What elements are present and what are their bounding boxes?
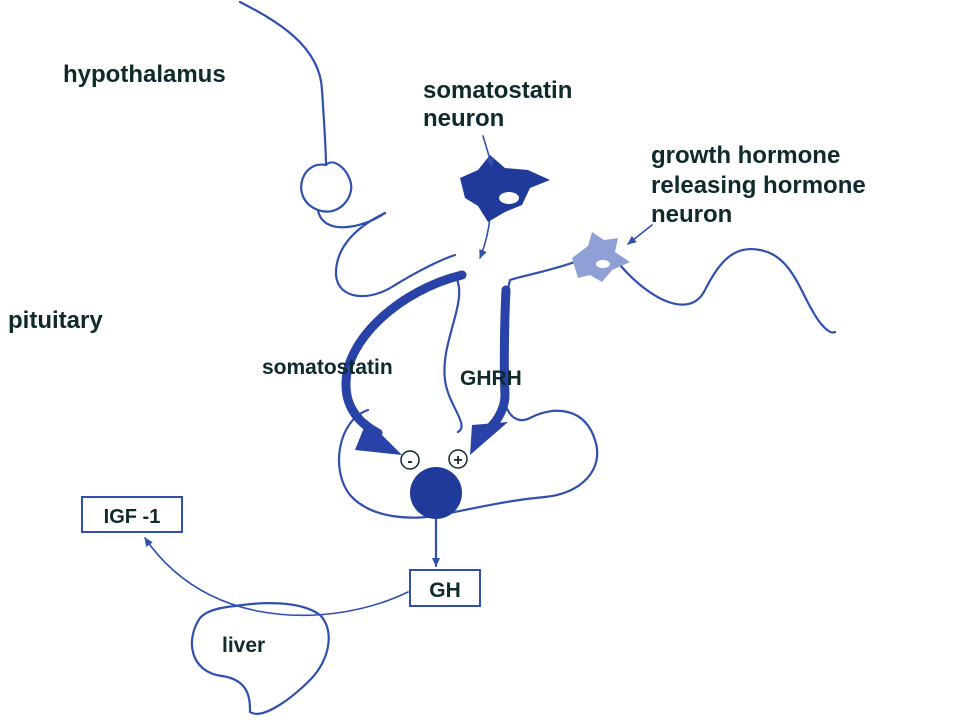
somatostatin-arrowhead [355, 420, 402, 455]
plus-label: + [453, 452, 462, 469]
igf1-label: IGF -1 [104, 506, 161, 528]
stimulation-symbol: + [448, 449, 468, 469]
pituitary-stalk-inner [443, 273, 463, 434]
somatostatin-neuron [460, 155, 550, 222]
ghrh-arrow [480, 285, 511, 437]
somatostatin-neuron-pointer [482, 135, 494, 167]
igf1-box: IGF -1 [81, 496, 183, 533]
somatostatin-arrow-label: somatostatin [262, 356, 393, 379]
liver-label: liver [222, 634, 265, 657]
ghrh-arrowhead [470, 422, 508, 455]
somatostatin-neuron-label-line2: neuron [423, 105, 504, 132]
somatostatin-arrow [341, 270, 467, 438]
pituitary-gland-outline [337, 383, 599, 519]
somatostatin-neuron-label-line1: somatostatin [423, 77, 572, 104]
minus-label: - [407, 453, 412, 470]
gh-to-igf1-curve [144, 537, 409, 617]
inhibition-symbol: - [400, 450, 420, 470]
gh-box: GH [409, 569, 481, 607]
ghrh-arrow-label: GHRH [460, 367, 522, 390]
ghrh-neuron-label-line1: growth hormone [651, 142, 840, 169]
hypothalamus-outline [238, 0, 387, 229]
gh-label: GH [429, 579, 461, 602]
hypothalamus-outline-right [618, 247, 837, 334]
ghrh-neuron-label-line2: releasing hormone [651, 172, 866, 199]
pituitary-stalk-left [334, 211, 457, 298]
ghrh-neuron-pointer [627, 224, 653, 245]
hypothalamus-label: hypothalamus [63, 61, 226, 88]
ghrh-neuron [572, 232, 630, 282]
ghrh-neuron-label-line3: neuron [651, 201, 732, 228]
liver-outline [190, 602, 330, 715]
somatostatin-axon [479, 217, 491, 259]
pituitary-label: pituitary [8, 307, 103, 334]
somatotroph-cell [410, 467, 462, 519]
